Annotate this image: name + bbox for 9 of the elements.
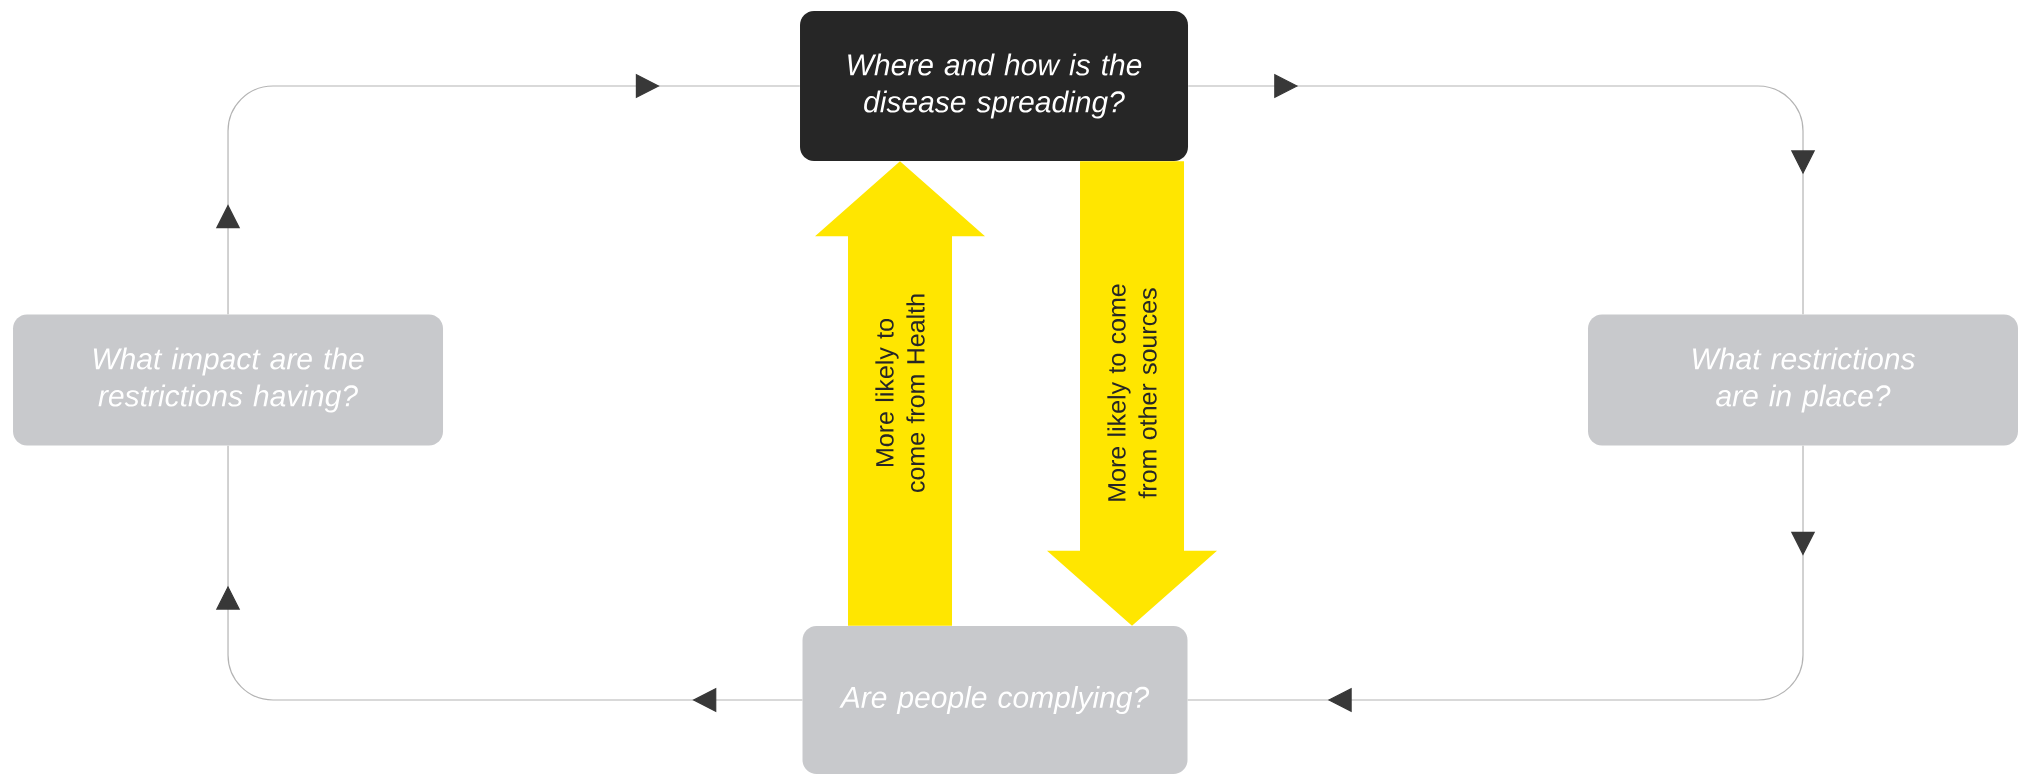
edge-label: More likely to come from other sources: [1107, 284, 1157, 501]
arrow: [1187, 445, 1816, 713]
question-box: Where and how is the disease spreading?: [800, 11, 1188, 161]
arrow: [1187, 73, 1816, 315]
block-arrow: [1047, 161, 1217, 626]
arrow: [215, 445, 803, 713]
block-arrow: [815, 161, 985, 626]
edge-label: More likely to come from Health: [875, 294, 925, 492]
arrow: [215, 73, 801, 315]
